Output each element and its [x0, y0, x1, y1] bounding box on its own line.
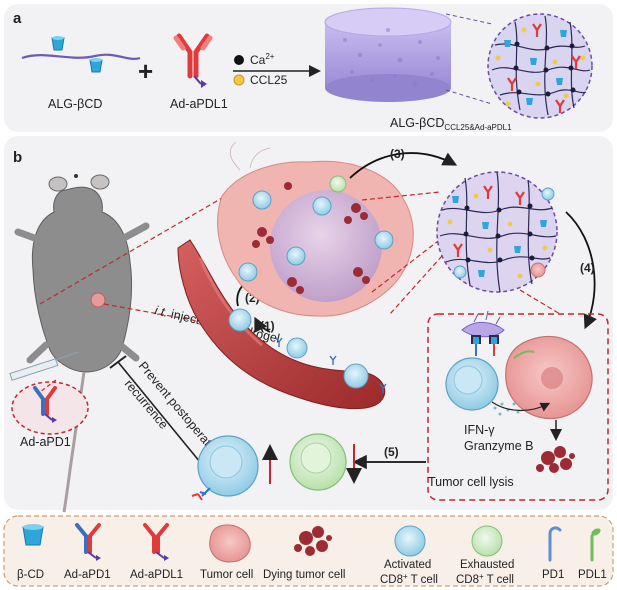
ifn-label: IFN-γ	[464, 423, 495, 437]
legend-label-exhausted-line1: Exhausted	[460, 559, 514, 571]
step1-arrow	[254, 316, 271, 333]
mouse-tumor-icon	[90, 292, 106, 308]
ad-apdl1-icon	[143, 523, 169, 561]
hydrogel-label: ALG-βCDCCL25&Ad-aPDL1	[390, 116, 512, 132]
prevent-recurrence-inhibition	[109, 355, 201, 463]
plus-sign: +	[138, 56, 153, 86]
step4-label: (4)	[580, 261, 595, 275]
step3-label: (3)	[390, 147, 405, 161]
tumor-killing-box	[427, 313, 609, 501]
tumor-hydrogel-network-zoom	[436, 171, 558, 293]
exhausted-t-cell-icon	[471, 525, 503, 557]
step1-label: (1)	[260, 319, 275, 333]
ad-apdl1-label: Ad-aPDL1	[170, 97, 228, 111]
vessel-activated-t-cell	[228, 308, 369, 389]
panel-a-background	[4, 4, 613, 132]
panel-b-letter: b	[13, 149, 22, 166]
ad-apd1-antibody-icon	[33, 386, 57, 423]
legend-label-ad-apdl1: Ad-aPDL1	[130, 569, 183, 581]
activated-t-cell-icon	[394, 525, 426, 557]
beta-cd-icon	[22, 524, 44, 546]
ad-apdl1-antibody-icon	[173, 33, 213, 88]
legend-label-pdl1: PDL1	[578, 569, 607, 581]
mouse-antibody-label: Ad-aPD1	[20, 435, 71, 449]
lysis-label: Tumor cell lysis	[428, 475, 514, 489]
hydrogel-network-zoom	[487, 13, 593, 119]
legend-label-activated-line2: CD8+ T cell	[380, 572, 438, 586]
granzyme-label: Granzyme B	[464, 439, 533, 453]
ca-label: Ca2+	[250, 52, 275, 67]
legend-label-pd1: PD1	[542, 569, 564, 581]
legend-label-dying-tumor-cell: Dying tumor cell	[263, 569, 345, 581]
panel-a-letter: a	[13, 10, 22, 27]
ca-ion-icon	[234, 55, 244, 65]
step5-label: (5)	[384, 445, 399, 459]
killing-dying-tumor-cell	[536, 446, 575, 473]
pd1-icon	[548, 526, 562, 562]
legend-label-tumor-cell: Tumor cell	[200, 569, 253, 581]
tumor-cell-icon	[209, 524, 251, 563]
ccl25-icon	[233, 74, 245, 86]
ccl25-label: CCL25	[250, 73, 288, 87]
ad-apd1-zoom-circle	[11, 381, 89, 435]
legend-label-beta-cd: β-CD	[17, 569, 44, 581]
alg-bcd-label: ALG-βCD	[48, 97, 102, 111]
legend-label-activated-line1: Activated	[384, 559, 431, 571]
ad-apd1-icon	[75, 523, 101, 561]
alg-bcd-polymer-icon	[21, 36, 141, 73]
step3-arrow	[349, 152, 458, 179]
syringe-icon	[9, 351, 79, 381]
legend-label-ad-apd1: Ad-aPD1	[64, 569, 111, 581]
blood-vessel	[177, 239, 386, 410]
pdl1-icon	[590, 528, 601, 562]
synapse-ab-icon	[471, 335, 499, 356]
hydrogel-cylinder	[324, 7, 452, 102]
legend-label-exhausted-line2: CD8+ T cell	[456, 572, 514, 586]
dying-tumor-cell-icon	[294, 526, 332, 556]
